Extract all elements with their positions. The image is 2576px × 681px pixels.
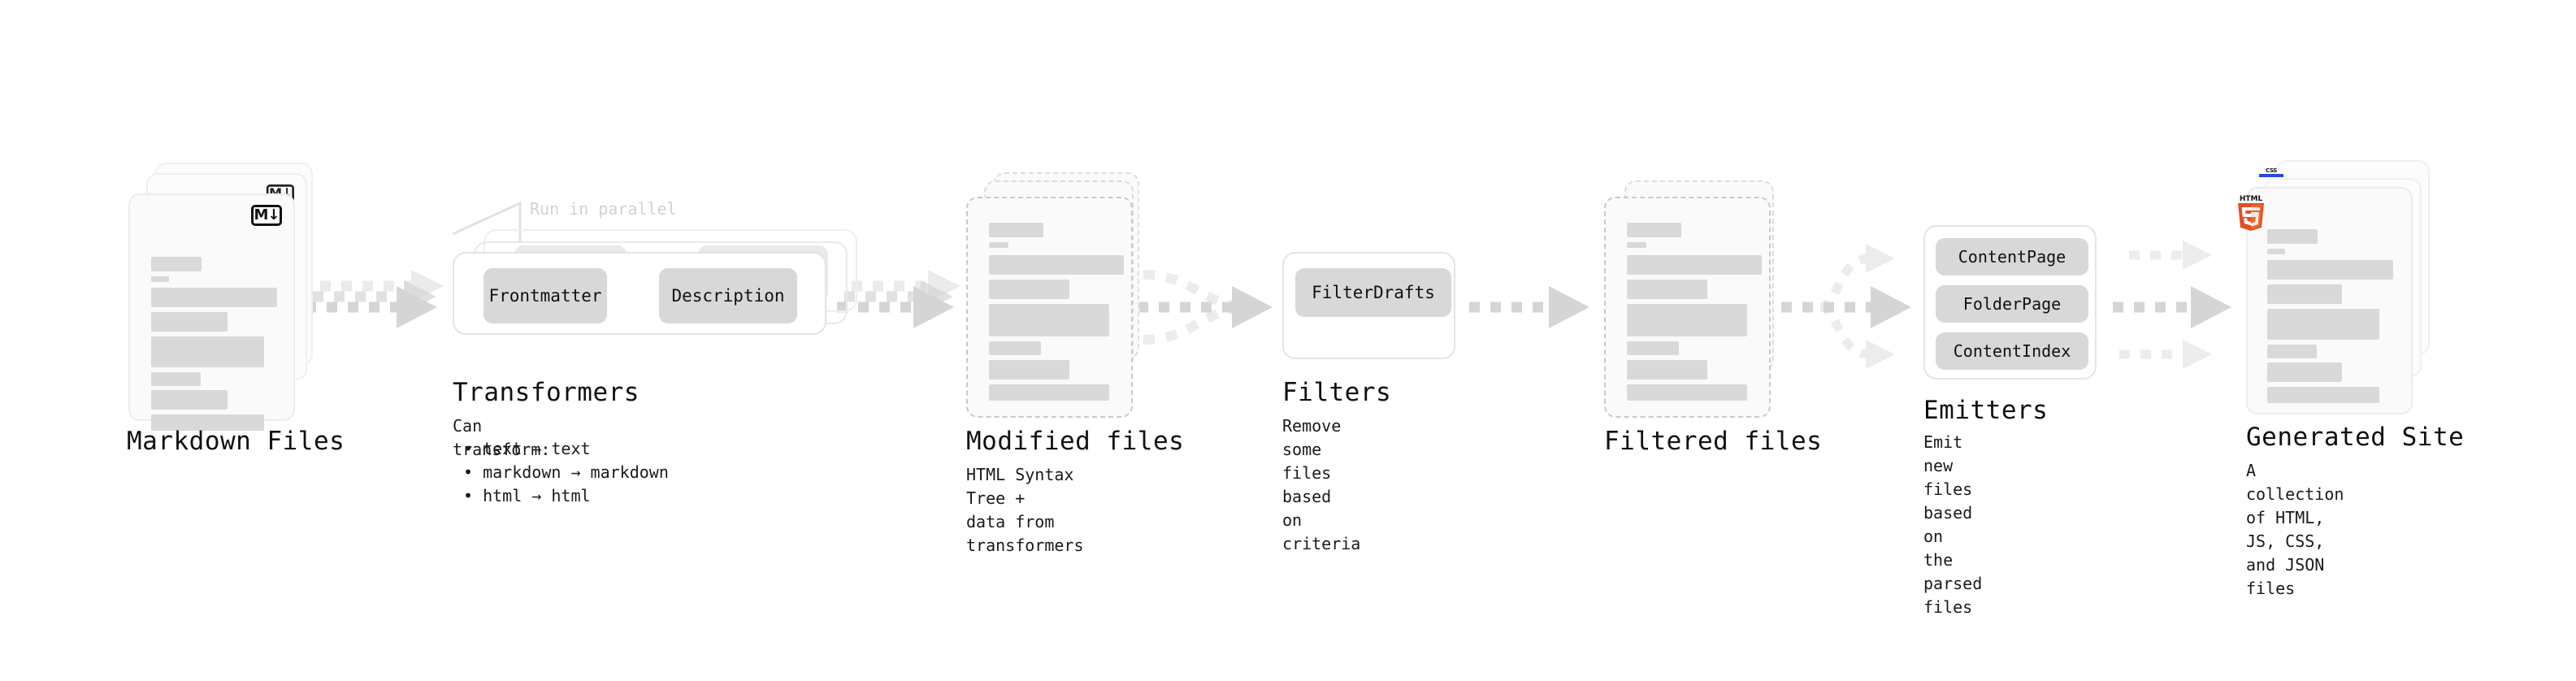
stage-desc-emitters: Emit new files based on the parsed files <box>1923 432 1983 617</box>
stage-desc-generated-site: A collection of HTML, JS, CSS, and JSON … <box>2246 461 2344 598</box>
skeleton-bar <box>2267 387 2379 403</box>
skeleton-bar <box>1627 242 1646 248</box>
skeleton-bar <box>989 242 1008 248</box>
skeleton-bar <box>1627 223 1681 237</box>
skeleton-bar <box>151 372 201 386</box>
stage-title-generated-site: Generated Site <box>2246 423 2465 452</box>
site-card-front-html: HTML <box>2238 187 2413 414</box>
markdown-card-front: M↓ <box>128 193 295 431</box>
arrow-markdown-to-transformers <box>306 270 444 328</box>
arrow-filters-to-filtered <box>1469 286 1589 328</box>
skeleton-bar <box>2267 345 2317 358</box>
html5-icon-label: HTML <box>2239 195 2263 203</box>
skeleton-bar <box>1627 304 1747 336</box>
stage-title-markdown-files: Markdown Files <box>127 427 345 456</box>
emitter-node-contentindex[interactable]: ContentIndex <box>1936 332 2088 370</box>
html5-icon: HTML <box>2235 195 2267 231</box>
bullet-marker: • <box>463 439 484 458</box>
stage-title-filters: Filters <box>1282 378 1392 407</box>
skeleton-bar <box>2267 260 2393 280</box>
css3-icon: CSS <box>2259 167 2283 177</box>
skeleton-bar <box>1627 360 1707 380</box>
run-in-parallel-label: Run in parallel <box>530 199 677 219</box>
bullet-marker: • <box>463 486 484 505</box>
css3-icon-label: CSS <box>2266 167 2277 174</box>
modified-card-front <box>966 197 1133 418</box>
stage-title-filtered-files: Filtered files <box>1604 427 1823 456</box>
stage-desc-modified-files: HTML Syntax Tree + data from transformer… <box>966 465 1084 555</box>
skeleton-bar <box>151 414 264 431</box>
skeleton-bar <box>1627 280 1707 299</box>
skeleton-bar <box>2267 309 2379 340</box>
stage-desc-transformers: Can transform: <box>453 416 551 459</box>
bullet-text: text → text <box>483 439 591 458</box>
stage-title-transformers: Transformers <box>453 378 640 407</box>
skeleton-bar <box>989 255 1124 275</box>
skeleton-bar <box>989 304 1109 336</box>
skeleton-bar <box>1627 341 1679 355</box>
skeleton-bar <box>1627 384 1747 401</box>
emitters-panel: ContentPage FolderPage ContentIndex <box>1923 225 2097 380</box>
skeleton-bar <box>151 288 277 307</box>
skeleton-bar <box>151 390 228 410</box>
skeleton-bar <box>989 384 1109 401</box>
skeleton-bar <box>2267 284 2342 304</box>
skeleton-bar <box>989 341 1041 355</box>
stage-title-modified-files: Modified files <box>966 427 1185 456</box>
bullet-marker: • <box>463 462 484 482</box>
transformer-node-description[interactable]: Description <box>659 268 797 323</box>
skeleton-bar <box>151 336 264 367</box>
bullet-text: markdown → markdown <box>483 462 669 482</box>
skeleton-bar <box>1627 255 1762 275</box>
skeleton-bar <box>989 280 1069 299</box>
skeleton-bar <box>989 360 1069 380</box>
skeleton-bar <box>989 223 1043 237</box>
stage-title-emitters: Emitters <box>1923 396 2049 425</box>
arrow-filtered-to-emitters <box>1781 244 1911 369</box>
css3-icon-bar <box>2259 174 2283 177</box>
emitter-node-folderpage[interactable]: FolderPage <box>1936 285 2088 323</box>
filters-panel: FilterDrafts <box>1282 252 1455 359</box>
skeleton-bar <box>151 276 169 282</box>
filtered-card-front <box>1604 197 1771 418</box>
markdown-icon: M↓ <box>251 205 282 226</box>
skeleton-bar <box>2267 229 2318 244</box>
skeleton-bar <box>2267 362 2342 382</box>
transformer-bullets: • text → text • markdown → markdown • ht… <box>463 437 669 508</box>
skeleton-bar <box>2267 249 2285 254</box>
arrow-emitters-to-site <box>2113 241 2231 369</box>
transformer-node-frontmatter[interactable]: Frontmatter <box>484 268 607 323</box>
skeleton-bar <box>151 312 228 332</box>
arrow-modified-to-filters <box>1138 270 1273 345</box>
filter-node-filterdrafts[interactable]: FilterDrafts <box>1295 268 1451 317</box>
skeleton-bar <box>151 257 202 271</box>
transformer-panel-front: Frontmatter Description <box>453 252 826 335</box>
stage-desc-filters: Remove some files based on criteria <box>1282 416 1361 553</box>
bullet-text: html → html <box>483 486 591 505</box>
emitter-node-contentpage[interactable]: ContentPage <box>1936 238 2088 275</box>
